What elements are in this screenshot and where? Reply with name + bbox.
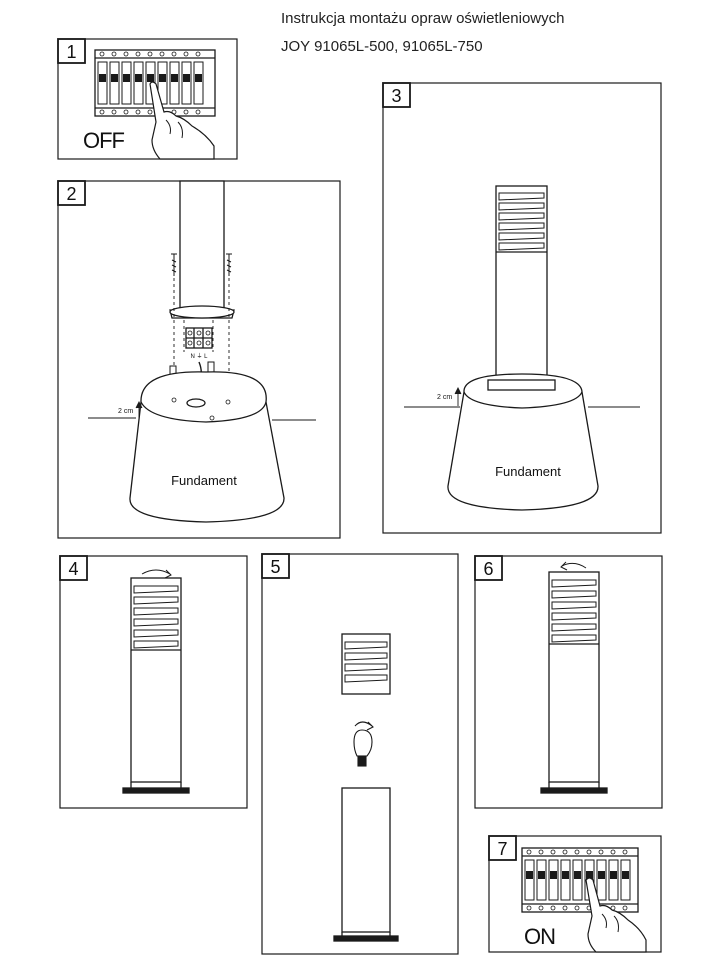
step-1-number: 1 xyxy=(66,42,76,62)
light-bulb-icon xyxy=(353,721,374,767)
terminal-marks: N ⏚ L xyxy=(190,353,208,360)
step-7-number: 7 xyxy=(497,839,507,859)
step-5-panel: 5 xyxy=(261,553,459,955)
instruction-title: Instrukcja montażu opraw oświetleniowych xyxy=(281,10,565,27)
on-label: ON xyxy=(524,924,555,949)
step-2-number: 2 xyxy=(66,184,76,204)
dimension-arrow xyxy=(135,400,143,419)
step-5-number: 5 xyxy=(270,557,280,577)
foundation xyxy=(129,371,285,523)
circuit-breaker-panel-7 xyxy=(521,847,639,913)
document-header: Instrukcja montażu opraw oświetleniowych… xyxy=(281,8,564,58)
hand-icon-7 xyxy=(585,877,647,953)
off-label: OFF xyxy=(83,128,125,153)
circuit-breaker-panel xyxy=(94,49,216,117)
step-3-number: 3 xyxy=(391,86,401,106)
dimension-label: 2 cm xyxy=(118,408,133,415)
step-6-panel: 6 xyxy=(474,555,663,809)
hand-icon xyxy=(149,81,215,160)
dimension-label-3: 2 cm xyxy=(437,394,452,401)
step-2-panel: 2 N ⏚ L xyxy=(57,180,341,539)
bollard-lamp-6 xyxy=(540,571,608,794)
bollard-lamp-4 xyxy=(122,577,190,794)
lamp-head xyxy=(341,633,391,695)
foundation-label-3: Fundament xyxy=(495,464,561,479)
model-numbers: JOY 91065L-500, 91065L-750 xyxy=(281,38,483,55)
step-3-panel: 3 2 cm Fundament xyxy=(382,82,662,534)
bollard-lamp xyxy=(487,185,556,391)
step-4-number: 4 xyxy=(68,559,78,579)
foundation-label: Fundament xyxy=(171,473,237,488)
dimension-arrow-3 xyxy=(454,386,462,406)
terminal-block xyxy=(185,327,213,349)
mounting-screws xyxy=(171,253,232,276)
lamp-post xyxy=(333,787,399,942)
step-6-number: 6 xyxy=(483,559,493,579)
step-1-panel: 1 xyxy=(57,38,238,160)
step-7-panel: 7 xyxy=(488,835,662,953)
foundation-3 xyxy=(447,373,599,511)
step-4-panel: 4 xyxy=(59,555,248,809)
